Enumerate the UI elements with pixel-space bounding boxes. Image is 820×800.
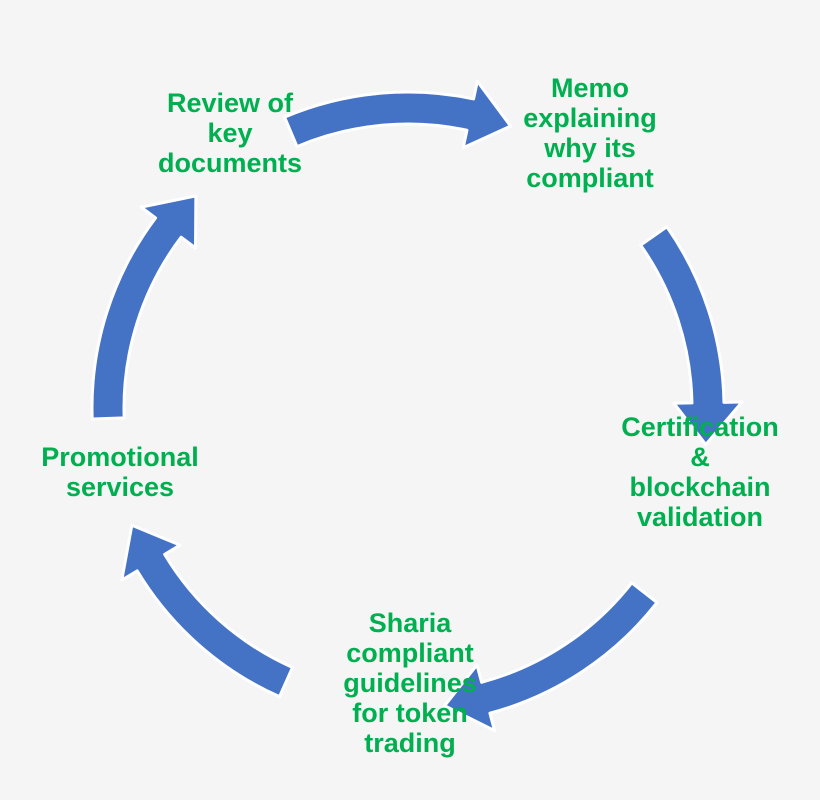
step-sharia-line-1: Sharia bbox=[368, 608, 452, 638]
step-memo-line-4: compliant bbox=[526, 163, 654, 193]
step-sharia-line-2: compliant bbox=[346, 638, 474, 668]
step-promo-line-2: services bbox=[65, 472, 175, 502]
step-certification-validation: Certification & blockchain validation bbox=[600, 412, 800, 532]
step-cert-line-4: validation bbox=[636, 502, 764, 532]
step-promotional-services: Promotional services bbox=[20, 442, 220, 502]
step-promo-line-1: Promotional bbox=[41, 442, 199, 472]
step-memo-line-1: Memo bbox=[550, 73, 629, 103]
step-cert-line-3: blockchain bbox=[629, 472, 771, 502]
step-memo-compliance: Memo explaining why its compliant bbox=[490, 73, 690, 193]
arrow-cert-to-sharia bbox=[443, 581, 659, 733]
arrow-sharia-to-promo bbox=[120, 523, 294, 699]
step-sharia-line-3: guidelines bbox=[343, 668, 477, 698]
step-review-line-3: documents bbox=[157, 148, 303, 178]
step-sharia-guidelines: Sharia compliant guidelines for token tr… bbox=[310, 608, 510, 758]
step-memo-line-2: explaining bbox=[523, 103, 657, 133]
step-cert-line-2: & bbox=[690, 442, 710, 472]
step-sharia-line-5: trading bbox=[364, 728, 456, 758]
arrow-promo-to-review bbox=[90, 194, 198, 421]
step-review-line-1: Review of bbox=[166, 88, 294, 118]
cycle-arrows bbox=[90, 79, 744, 733]
step-cert-line-1: Certification bbox=[621, 412, 779, 442]
step-memo-line-3: why its bbox=[544, 133, 636, 163]
arrow-review-to-memo bbox=[283, 79, 513, 150]
arrow-memo-to-cert bbox=[639, 225, 744, 447]
step-sharia-line-4: for token bbox=[352, 698, 468, 728]
step-review-key-documents: Review of key documents bbox=[135, 88, 325, 178]
step-review-line-2: key bbox=[207, 118, 253, 148]
